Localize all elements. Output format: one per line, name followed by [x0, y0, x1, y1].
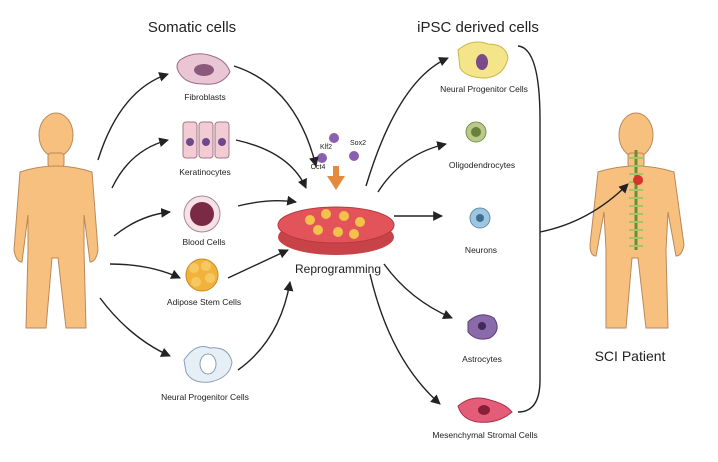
- neural-progenitor-cells-label: Neural Progenitor Cells: [161, 392, 249, 402]
- derived-neural-progenitor-cells-label: Neural Progenitor Cells: [440, 84, 528, 94]
- keratinocytes-label: Keratinocytes: [179, 167, 231, 177]
- fibroblasts-label: Fibroblasts: [184, 92, 226, 102]
- arrows-reprogramming-to-derived: [365, 57, 453, 405]
- down-arrow-icon: [327, 166, 345, 190]
- factor-klf2-label: Klf2: [319, 144, 333, 151]
- oligodendrocyte-icon: [465, 121, 487, 143]
- sci-patient-label: SCI Patient: [594, 348, 666, 364]
- adipose-stem-cell-icon: [185, 258, 219, 292]
- spinal-cord-icon: [629, 150, 643, 250]
- astrocyte-icon: [467, 314, 498, 340]
- keratinocytes-icon: [182, 121, 230, 159]
- oligodendrocytes-label: Oligodendrocytes: [448, 160, 516, 170]
- mesenchymal-stromal-cells-label: Mesenchymal Stromal Cells: [432, 430, 538, 440]
- factor-sox2-label: Sox2: [350, 140, 366, 147]
- neuron-icon: [469, 207, 491, 229]
- human-figure-donor: [13, 112, 99, 329]
- petri-dish-icon: [277, 206, 395, 255]
- astrocytes-label: Astrocytes: [462, 354, 502, 364]
- arrows-donor-to-somatic: [97, 72, 181, 357]
- fibroblast-icon: [176, 53, 231, 85]
- transcription-factor-icon: [317, 133, 359, 163]
- blood-cells-label: Blood Cells: [182, 237, 226, 247]
- ipsc-derived-cells-header: iPSC derived cells: [417, 19, 539, 36]
- somatic-cells-header: Somatic cells: [147, 19, 237, 36]
- reprogramming-label: Reprogramming: [294, 262, 382, 276]
- blood-cell-icon: [183, 195, 221, 233]
- derived-neural-progenitor-icon: [457, 41, 509, 79]
- arrow-derived-to-patient: [517, 45, 629, 413]
- mesenchymal-stromal-cell-icon: [457, 397, 513, 423]
- neural-progenitor-cell-icon: [183, 346, 233, 383]
- adipose-stem-cells-label: Adipose Stem Cells: [166, 297, 242, 307]
- neurons-label: Neurons: [464, 245, 498, 255]
- arrows-somatic-to-reprogramming: [227, 65, 319, 371]
- factor-oct4-label: Oct4: [310, 164, 326, 171]
